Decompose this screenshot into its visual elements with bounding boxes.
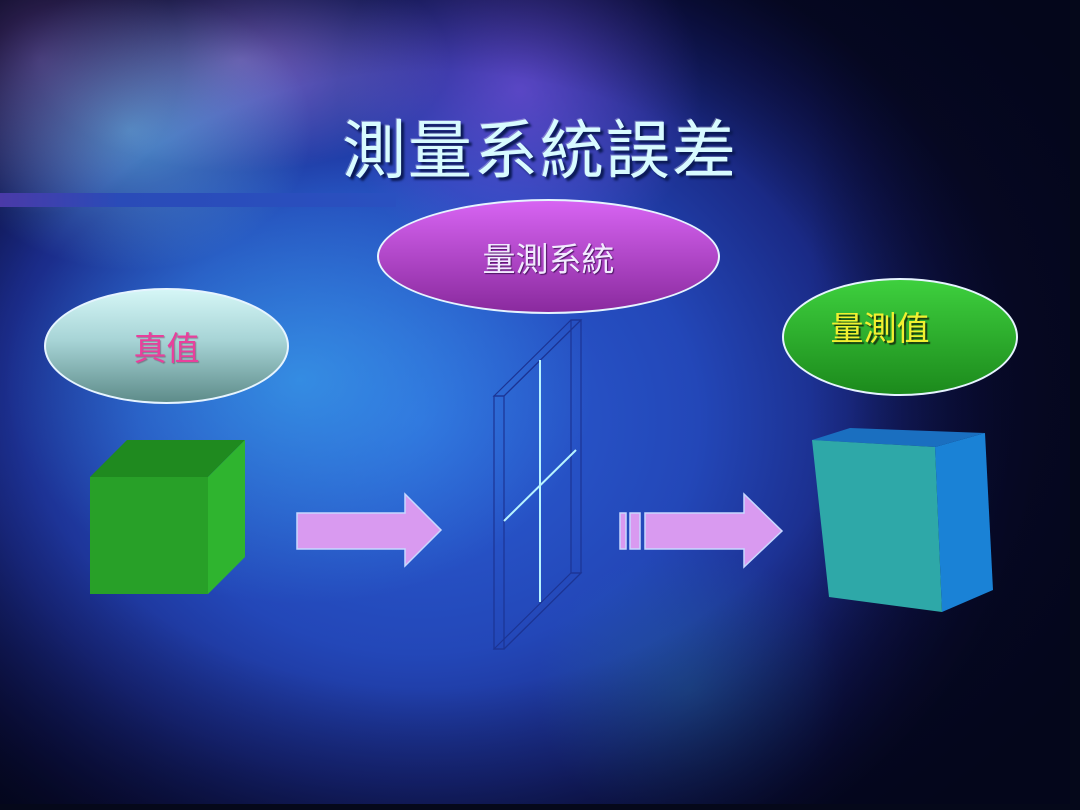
input-arrow-icon [296, 492, 443, 568]
true-value-cube-icon [90, 440, 245, 594]
slide-title: 測量系統誤差 [342, 115, 738, 189]
measurement-system-label: 量測系統 [482, 239, 615, 279]
measured-value-ellipse: 量測值 [782, 278, 1018, 396]
true-value-ellipse: 真值 [44, 288, 289, 404]
title-underline-bar [0, 193, 396, 207]
measurement-panel-icon [492, 319, 583, 650]
output-arrow-icon [619, 492, 784, 569]
measured-value-box-icon [812, 428, 993, 612]
measured-value-label: 量測值 [830, 309, 930, 348]
true-value-label: 真值 [133, 329, 200, 368]
measurement-system-ellipse: 量測系統 [377, 199, 720, 314]
